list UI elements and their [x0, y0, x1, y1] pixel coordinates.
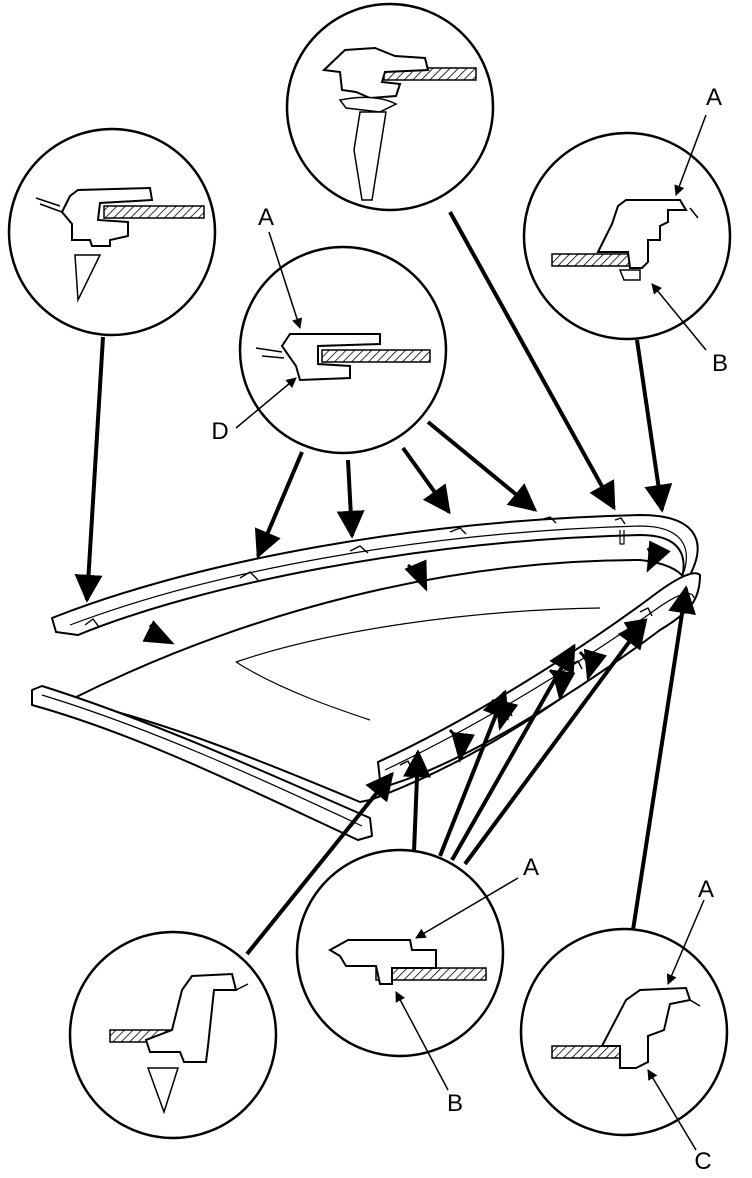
detail-circle-clip-4	[235, 231, 448, 455]
detail-circle-clip-6	[295, 848, 519, 1091]
detail-circle-clip-1	[7, 127, 217, 337]
detail-circle-clip-5	[68, 930, 278, 1140]
front-molding	[31, 685, 373, 841]
detail-circle-clip-3	[522, 114, 732, 351]
roof-molding-assembly	[31, 514, 701, 841]
detail-circle-clip-7	[519, 899, 729, 1151]
glass-reflection	[235, 607, 601, 721]
detail-circle-clip-2	[285, 2, 495, 212]
leader-arrows	[74, 211, 696, 956]
